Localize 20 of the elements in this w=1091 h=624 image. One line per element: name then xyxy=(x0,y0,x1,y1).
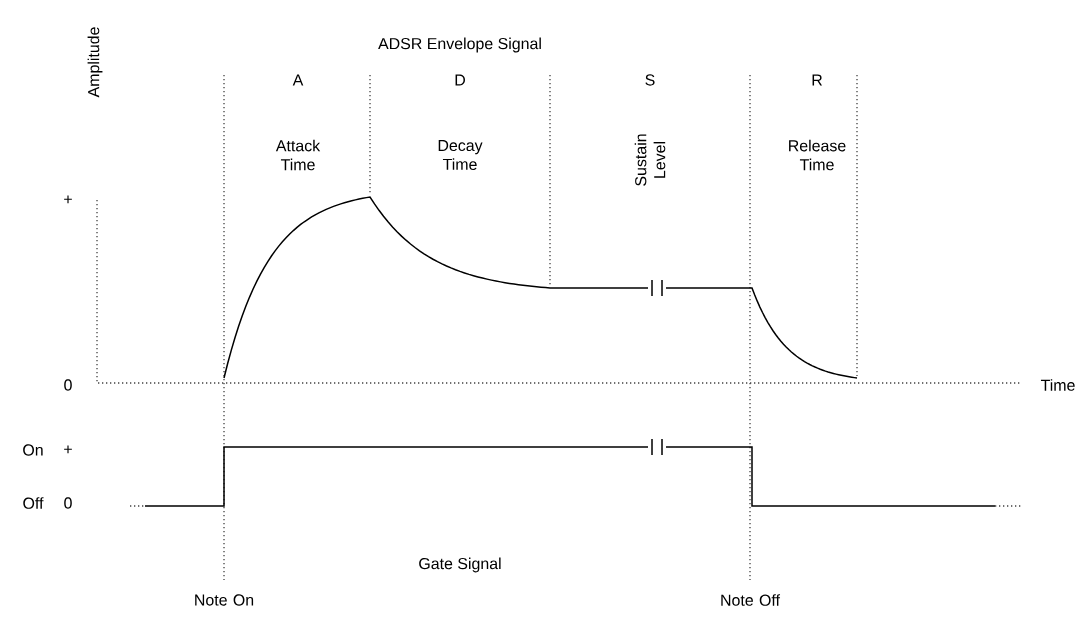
title: ADSR Envelope Signal xyxy=(378,37,541,53)
axis-label: Time xyxy=(1040,379,1075,391)
axis-label: Amplitude xyxy=(87,27,103,98)
tick-label: + xyxy=(64,195,72,204)
phase-letter: R xyxy=(812,74,822,86)
phase-letter: A xyxy=(292,74,304,86)
event-label: Note Off xyxy=(721,594,780,606)
phase-label: Decay Time xyxy=(438,139,483,170)
tick-label: On xyxy=(23,444,43,456)
tick-label: 0 xyxy=(64,379,72,391)
tick-label: + xyxy=(64,445,72,454)
signal-label: Gate Signal xyxy=(419,557,501,573)
phase-label: Release Time xyxy=(789,139,846,171)
event-label: Note On xyxy=(195,594,254,606)
phase-label: Sustain Level xyxy=(634,134,666,186)
phase-label: Attack Time xyxy=(275,139,321,171)
phase-letter: D xyxy=(455,74,465,86)
phase-letter: S xyxy=(645,74,655,86)
tick-label: 0 xyxy=(64,497,72,509)
tick-label: Off xyxy=(23,497,44,509)
